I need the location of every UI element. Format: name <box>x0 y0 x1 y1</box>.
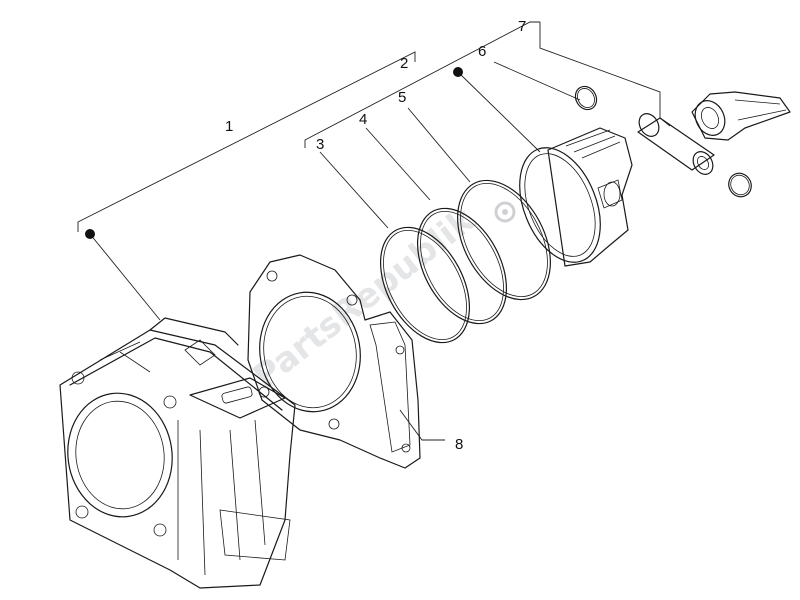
piston-ring-5 <box>457 179 551 301</box>
leader-lines <box>77 21 671 441</box>
leader-4 <box>365 127 431 201</box>
leader-2 <box>304 21 540 148</box>
callout-1: 1 <box>225 118 233 135</box>
ref-dot-piston <box>453 67 463 77</box>
leader-5 <box>407 107 471 183</box>
wrist-pin <box>637 113 715 175</box>
callout-6: 6 <box>478 43 486 60</box>
callout-2: 2 <box>400 55 408 72</box>
piston-ring-4 <box>416 207 508 325</box>
callout-7: 7 <box>518 18 526 35</box>
watermark-text: PartsRepublik <box>246 200 483 398</box>
callout-3: 3 <box>316 136 324 153</box>
leader-piston <box>457 71 541 153</box>
watermark: PartsRepublik <box>246 200 483 398</box>
leader-1-drop <box>89 233 161 321</box>
leader-6 <box>493 61 581 101</box>
ref-dot-cylinder <box>85 229 95 239</box>
leader-1 <box>77 51 416 232</box>
callout-numbers: 1 2 3 4 5 6 7 8 <box>225 18 526 453</box>
circlip-left <box>574 85 598 111</box>
watermark-gear-icon <box>494 201 516 223</box>
cylinder-block <box>59 317 296 589</box>
callout-4: 4 <box>359 111 367 128</box>
leader-8 <box>399 409 445 441</box>
leader-7 <box>539 22 661 118</box>
connecting-rod <box>691 91 791 141</box>
callout-5: 5 <box>398 89 406 106</box>
circlip-right <box>728 172 752 198</box>
piston <box>519 127 633 267</box>
head-gasket <box>247 254 421 469</box>
leader-3 <box>319 151 389 229</box>
piston-ring-3 <box>379 226 471 344</box>
callout-8: 8 <box>455 436 463 453</box>
